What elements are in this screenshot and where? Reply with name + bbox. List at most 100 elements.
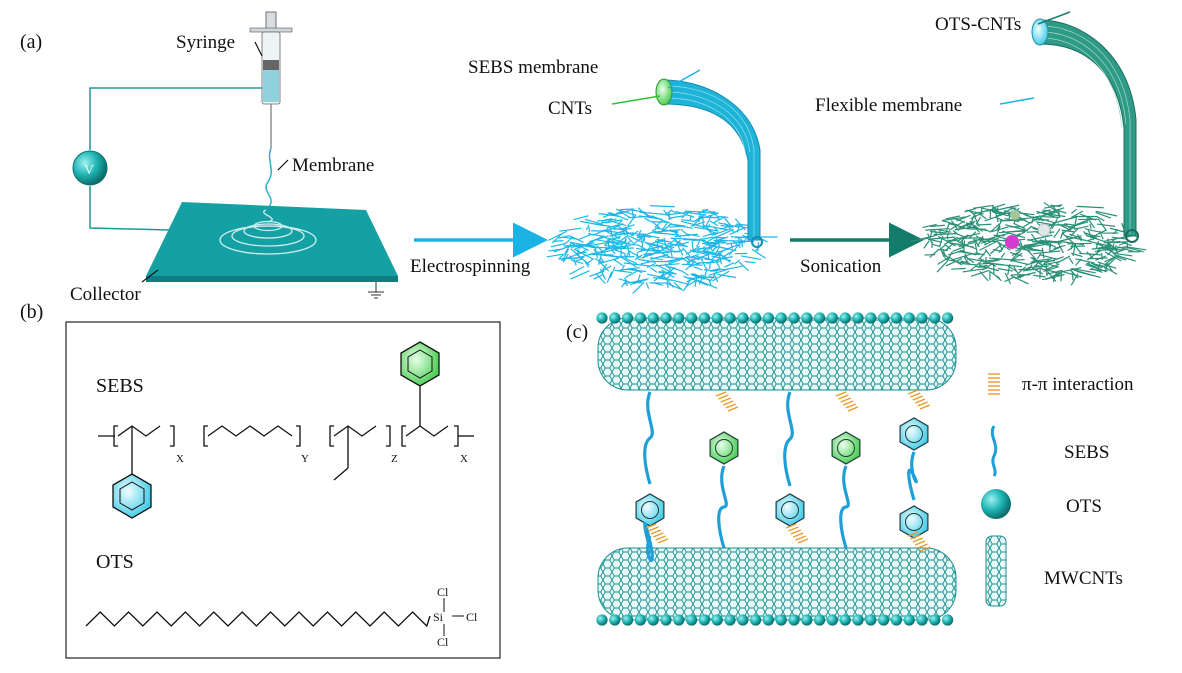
ots-ball (686, 614, 698, 626)
ots-ball (711, 614, 723, 626)
sebs-fiber-mat (546, 204, 778, 294)
ots-ball (673, 312, 685, 324)
sebs-chain (907, 451, 918, 501)
legend-ots: OTS (1066, 496, 1102, 517)
mwcnt-icon (985, 535, 1007, 607)
ots-ball (942, 312, 954, 324)
sebs-chain (717, 465, 728, 549)
ots-ball-icon (981, 489, 1011, 519)
ots-ball (750, 312, 762, 324)
benzene-ring (709, 431, 739, 465)
ots-ball (647, 614, 659, 626)
ots-ball (686, 312, 698, 324)
sebs-fiber-bundle (655, 78, 763, 248)
voltmeter-icon: V (72, 150, 108, 186)
svg-text:V: V (84, 163, 94, 178)
syringe-label: Syringe (176, 32, 235, 53)
ots-ball (724, 614, 736, 626)
ots-ball (775, 614, 787, 626)
ots-ball (814, 614, 826, 626)
pi-interaction-mark (645, 523, 669, 544)
ground-icon (368, 282, 384, 299)
sebs-structure (98, 386, 474, 481)
ots-ball (878, 312, 890, 324)
ots-ball (622, 614, 634, 626)
ots-ball (903, 312, 915, 324)
ots-ball (929, 614, 941, 626)
benzene-ring (899, 417, 929, 451)
ots-ball (609, 614, 621, 626)
ots-ball (596, 312, 608, 324)
ots-ball (839, 614, 851, 626)
ots-ball (737, 312, 749, 324)
sebs-title: SEBS (96, 375, 144, 397)
ots-ball (890, 312, 903, 324)
ots-ball (916, 614, 928, 626)
sebs-chain (643, 391, 654, 485)
ots-fiber-bundle (1031, 18, 1139, 243)
legend-pi: π-π interaction (1022, 374, 1134, 395)
cl-right: Cl (466, 610, 478, 624)
ots-ball (609, 312, 621, 324)
ots-cnts-label: OTS-CNTs (935, 14, 1021, 35)
pi-interaction-mark (835, 391, 859, 412)
collector-plate (146, 202, 398, 282)
cl-top: Cl (437, 585, 449, 599)
pi-interaction-icon (988, 373, 1000, 395)
ots-structure (85, 598, 464, 636)
ots-ball (890, 614, 903, 626)
ots-fiber-mat (909, 201, 1147, 286)
electrospinning-label: Electrospinning (410, 256, 531, 277)
mwcnt-tube-top (596, 312, 957, 391)
ots-ball (673, 614, 685, 626)
membrane-label: Membrane (292, 155, 374, 176)
ots-ball (801, 312, 813, 324)
panel-c-label: (c) (566, 321, 588, 343)
ots-ball (634, 312, 647, 324)
sonication-label: Sonication (800, 256, 882, 277)
ots-ball (826, 614, 839, 626)
flexible-membrane-label: Flexible membrane (815, 95, 962, 116)
mwcnt-tube-bottom (596, 547, 957, 626)
sebs-linkers (635, 389, 931, 562)
legend-mwcnts: MWCNTs (1044, 568, 1123, 589)
collector-label: Collector (70, 284, 141, 305)
ots-ball (647, 312, 659, 324)
ots-ball (826, 312, 839, 324)
panel-b: (b) SEBS X Y Z X (20, 301, 501, 659)
panel-b-label: (b) (20, 301, 43, 323)
pi-interaction-mark (907, 531, 931, 552)
ots-ball (903, 614, 915, 626)
panel-a: (a) V Syringe Membrane (20, 11, 1147, 305)
benzene-ring (635, 493, 665, 527)
ots-ball (596, 614, 608, 626)
ots-ball (698, 312, 711, 324)
ots-ball (942, 614, 954, 626)
ots-ball (737, 614, 749, 626)
ots-ball (622, 312, 634, 324)
benzene-ring-cyan (112, 473, 152, 519)
ots-ball (660, 614, 672, 626)
ots-ball (750, 614, 762, 626)
pi-interaction-mark (907, 389, 931, 410)
si-atom: Si (433, 610, 444, 624)
ots-title: OTS (96, 551, 134, 573)
sub-y: Y (301, 453, 309, 465)
ots-ball (660, 312, 672, 324)
benzene-ring (775, 493, 805, 527)
panel-c: (c) π-π interaction SEBS (566, 312, 1134, 626)
ots-ball (788, 312, 800, 324)
sebs-chain (643, 522, 654, 562)
ots-ball (762, 614, 775, 626)
sebs-membrane-label: SEBS membrane (468, 57, 598, 78)
ots-ball (878, 614, 890, 626)
benzene-ring (831, 431, 861, 465)
ots-ball (852, 614, 864, 626)
legend: π-π interaction SEBS OTS MWCNTs (981, 373, 1134, 607)
cl-bottom: Cl (437, 635, 449, 649)
sebs-chain-icon (990, 425, 998, 477)
ots-ball (865, 312, 877, 324)
syringe-icon (249, 11, 293, 148)
sebs-chain (839, 465, 850, 549)
